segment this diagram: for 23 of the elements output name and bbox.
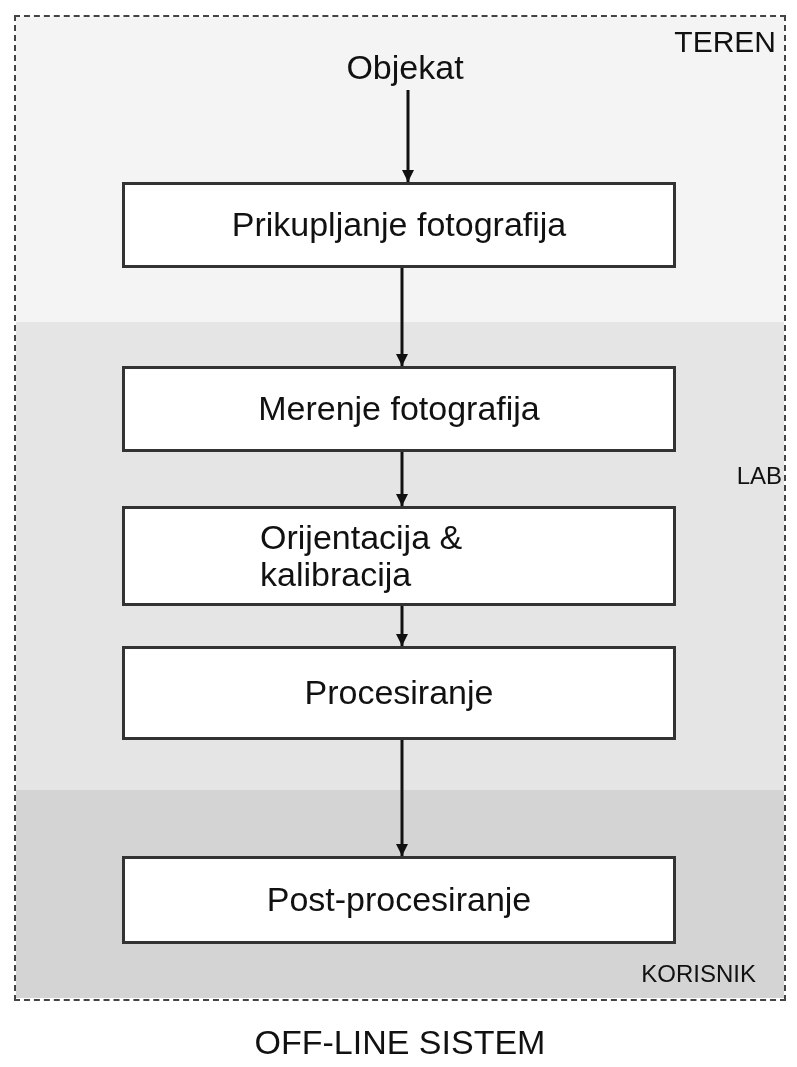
process-box — [122, 182, 676, 268]
box-label: Procesiranje — [304, 674, 494, 712]
zone-label: TEREN — [674, 25, 776, 59]
diagram-caption: OFF-LINE SISTEM — [253, 1023, 547, 1062]
box-label: Post-procesiranje — [266, 881, 532, 919]
arrow — [396, 268, 408, 366]
box-label: Orijentacija & kalibracija — [260, 518, 464, 594]
arrow — [396, 452, 408, 506]
start-label: Objekat — [330, 45, 480, 90]
box-label: Merenje fotografija — [258, 390, 540, 428]
arrow — [396, 606, 408, 646]
arrow — [396, 740, 408, 856]
process-box — [122, 506, 676, 606]
process-box — [122, 366, 676, 452]
process-box — [122, 646, 676, 740]
zone-label: LAB — [736, 462, 782, 490]
zone-band — [16, 790, 784, 998]
arrow — [402, 90, 414, 182]
zone-band — [16, 17, 784, 322]
box-label: Prikupljanje fotografija — [231, 206, 567, 244]
zone-band — [16, 322, 784, 790]
zone-label: KORISNIK — [641, 960, 756, 988]
process-box — [122, 856, 676, 944]
